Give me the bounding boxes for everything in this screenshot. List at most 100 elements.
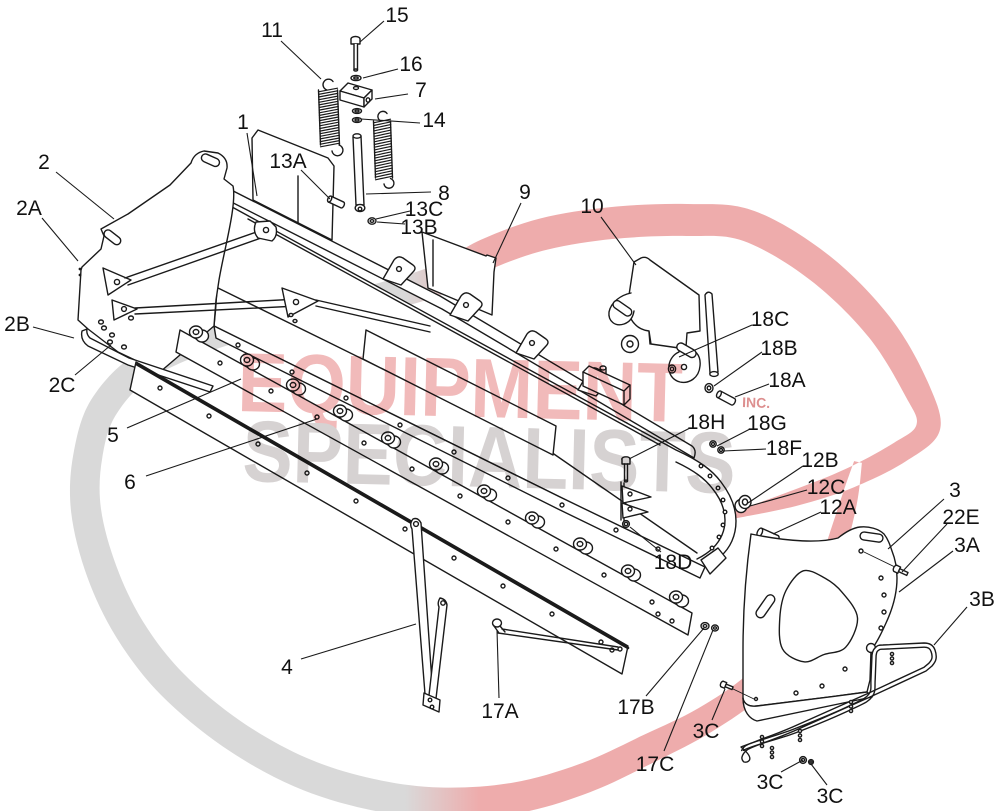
watermark-line2: SPECIALISTS — [242, 403, 737, 512]
callout-leader-6-13 — [145, 418, 318, 477]
callout-label-2-1: 2 — [38, 151, 50, 174]
callout-leader-2b-3 — [32, 326, 75, 339]
callout-label-10-17: 10 — [580, 195, 603, 218]
callout-label-18c-33: 18C — [751, 308, 790, 331]
top-beam — [187, 167, 696, 459]
callout-label-17c-30: 17C — [636, 753, 675, 776]
callout-label-17b-29: 17B — [617, 696, 654, 719]
callout-label-16-27: 16 — [399, 53, 422, 76]
pin-18a — [715, 390, 737, 406]
callout-label-6-13: 6 — [124, 471, 136, 494]
spacer-block-7 — [339, 82, 373, 108]
center-mast-plate — [421, 231, 497, 316]
callout-leader-4-11 — [300, 623, 417, 660]
callout-label-22e-38: 22E — [942, 506, 979, 529]
callout-label-18g-36: 18G — [747, 412, 787, 435]
washer-16 — [350, 74, 362, 82]
lift-rod-8 — [352, 133, 366, 213]
callout-leader-9-16 — [492, 202, 522, 264]
washer-18b — [704, 382, 714, 394]
callout-label-12b-20: 12B — [801, 449, 838, 472]
callout-leader-16-27 — [362, 68, 399, 79]
callout-leader-3-5 — [887, 498, 945, 550]
bolt-22e — [863, 551, 909, 577]
callout-label-3c-9: 3C — [757, 771, 784, 794]
callout-label-18d-34: 18D — [654, 551, 693, 574]
callout-label-18h-37: 18H — [687, 411, 726, 434]
callout-label-3c-8: 3C — [693, 720, 720, 743]
callout-leader-17a-28 — [496, 629, 500, 699]
callout-label-18b-32: 18B — [760, 337, 797, 360]
callout-label-13b-23: 13B — [400, 216, 437, 239]
callout-label-17a-28: 17A — [481, 700, 518, 723]
callout-leader-15-26 — [359, 20, 385, 43]
callout-label-15-26: 15 — [385, 4, 408, 27]
callout-label-2c-4: 2C — [49, 374, 76, 397]
callout-label-1-0: 1 — [237, 111, 249, 134]
callout-leader-17b-29 — [645, 627, 705, 697]
skid-bolt-holes — [759, 651, 895, 760]
callout-label-13a-22: 13A — [269, 150, 306, 173]
callout-label-2a-2: 2A — [16, 197, 42, 220]
callout-leader-5-12 — [126, 378, 242, 429]
callout-leader-7-14 — [374, 93, 409, 100]
nut-18d — [621, 519, 631, 529]
washers-17bc — [700, 621, 720, 632]
left-mast-plate — [251, 129, 335, 241]
watermark-text: EQUIPMENT SPECIALISTS INC. — [237, 335, 771, 512]
callout-leader-2a-2 — [41, 217, 79, 262]
watermark-inc: INC. — [742, 394, 771, 411]
callout-label-12c-21: 12C — [807, 476, 846, 499]
callout-leader-3c-9 — [780, 759, 804, 773]
swoosh-ribbon — [69, 203, 941, 811]
callout-leader-2-1 — [55, 171, 115, 220]
callout-label-3b-7: 3B — [969, 588, 995, 611]
springs-11 — [317, 78, 395, 189]
callout-leader-12c-21 — [749, 489, 808, 507]
callout-leader-13b-23 — [376, 221, 406, 225]
bolt-15 — [350, 35, 361, 72]
side-plate-3 — [742, 526, 898, 722]
callout-label-13c-24: 13C — [405, 198, 444, 221]
bushing-12bc — [734, 494, 752, 514]
washers-14 — [351, 107, 363, 124]
callout-leader-17c-30 — [663, 629, 714, 752]
callout-label-7-14: 7 — [415, 79, 427, 102]
callout-leader-11-18 — [280, 40, 322, 80]
callout-leader-18c-33 — [678, 324, 753, 358]
callout-label-4-11: 4 — [281, 656, 293, 679]
nut-18g — [709, 440, 717, 448]
callout-leader-3c-8 — [711, 688, 726, 721]
callout-leader-10-17 — [600, 216, 637, 266]
callout-leader-3a-6 — [898, 550, 954, 593]
callout-leader-8-15 — [365, 191, 432, 195]
pin-17a — [491, 618, 623, 652]
scraper-bar-5 — [175, 325, 693, 636]
callout-leader-18f-35 — [722, 448, 767, 452]
callout-label-14-25: 14 — [422, 109, 446, 132]
callout-leader-18b-32 — [713, 351, 763, 387]
callout-label-18f-35: 18F — [766, 437, 802, 460]
callout-leader-12a-19 — [772, 511, 822, 535]
callout-leader-18g-36 — [716, 428, 751, 447]
bolt-3c-left — [719, 680, 755, 700]
mount-bracket-10 — [608, 256, 719, 384]
parking-stand — [410, 517, 448, 713]
brace-arms — [102, 220, 431, 333]
callout-label-3a-6: 3A — [954, 534, 980, 557]
callout-leader-14-25 — [360, 118, 421, 124]
callout-label-3-5: 3 — [949, 479, 961, 502]
callout-label-11-18: 11 — [261, 19, 283, 42]
callout-leader-18d-34 — [629, 526, 662, 553]
callout-label-18a-31: 18A — [768, 369, 805, 392]
callout-leader-3c-10 — [810, 763, 828, 786]
callout-leader-12b-20 — [747, 465, 804, 504]
callout-label-3c-10: 3C — [817, 785, 844, 808]
callout-label-9-16: 9 — [519, 181, 531, 204]
moldboard — [211, 195, 737, 579]
callout-leader-13c-24 — [375, 210, 411, 220]
watermark-line1: EQUIPMENT — [237, 335, 684, 440]
